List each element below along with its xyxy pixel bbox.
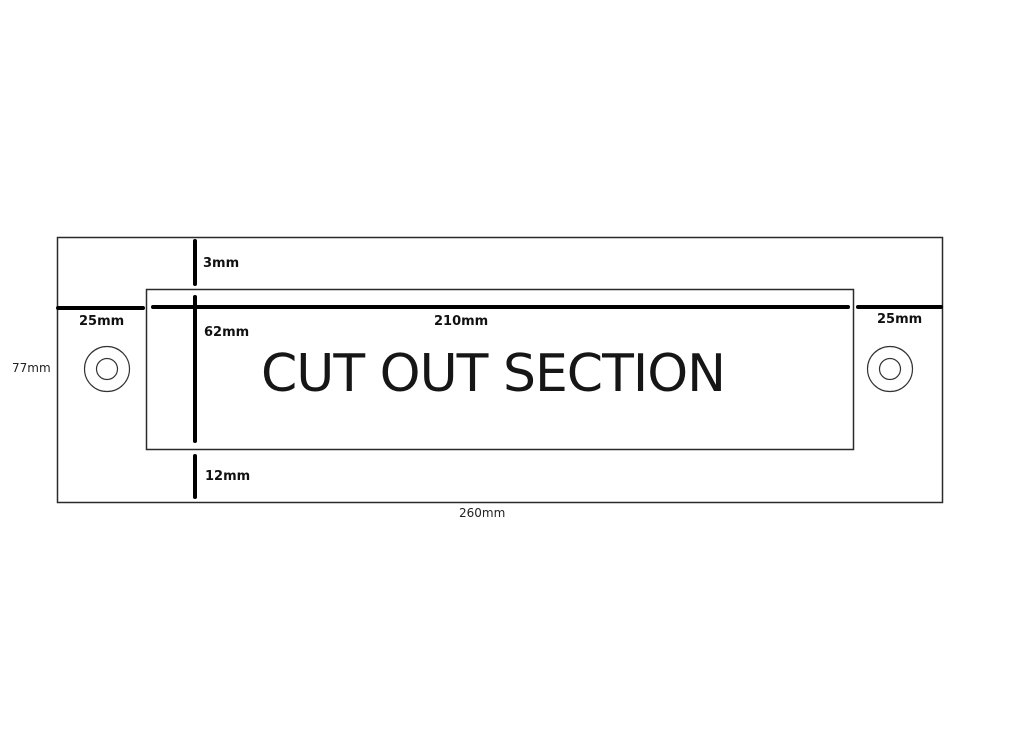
left-mounting-hole-icon <box>83 345 131 393</box>
plate-height-label: 77mm <box>12 361 51 375</box>
outer-plate-outline <box>56 236 944 504</box>
cut-out-outline <box>145 288 855 451</box>
cut-out-height-label: 62mm <box>204 325 250 340</box>
cut-out-width-label: 210mm <box>434 314 489 329</box>
right-mounting-hole-icon <box>866 345 914 393</box>
cut-out-section-title: CUT OUT SECTION <box>261 344 726 404</box>
top-margin-label: 3mm <box>203 256 240 271</box>
left-margin-label: 25mm <box>79 314 125 329</box>
plate-width-label: 260mm <box>459 506 506 520</box>
bottom-margin-label: 12mm <box>205 469 251 484</box>
right-margin-label: 25mm <box>877 312 923 327</box>
